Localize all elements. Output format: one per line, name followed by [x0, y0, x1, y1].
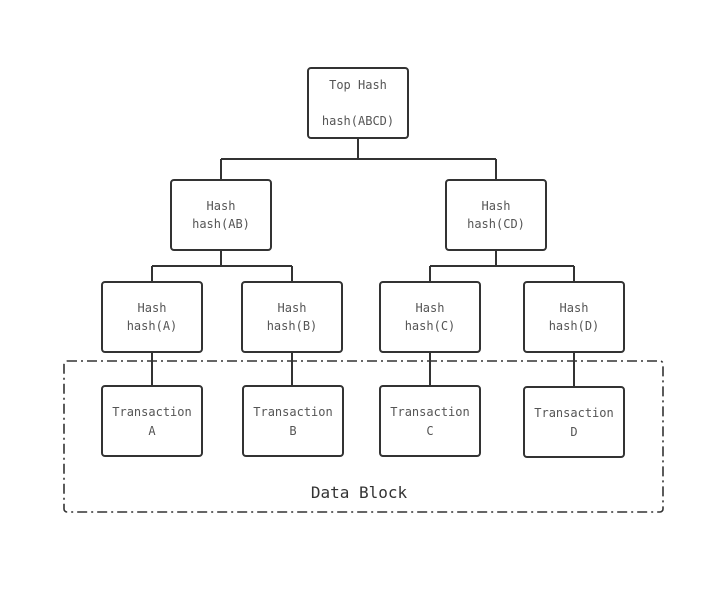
node-hash-cd-value: hash(CD) — [467, 217, 525, 231]
node-hash-a-value: hash(A) — [127, 319, 178, 333]
node-hash-ab-value: hash(AB) — [192, 217, 250, 231]
node-hash-d-value: hash(D) — [549, 319, 600, 333]
node-hash-d-title: Hash — [560, 301, 589, 315]
node-hash-c-title: Hash — [416, 301, 445, 315]
node-hash-d: Hash hash(D) — [523, 281, 625, 353]
node-hash-c: Hash hash(C) — [379, 281, 481, 353]
node-hash-cd-title: Hash — [482, 199, 511, 213]
node-transaction-d-value: D — [570, 425, 577, 439]
node-transaction-b: Transaction B — [242, 385, 344, 457]
connectors — [151, 138, 575, 387]
node-hash-cd: Hash hash(CD) — [445, 179, 547, 251]
node-top-hash: Top Hash hash(ABCD) — [307, 67, 409, 139]
node-hash-c-value: hash(C) — [405, 319, 456, 333]
node-top-hash-title: Top Hash — [329, 78, 387, 92]
node-transaction-c-value: C — [426, 424, 433, 438]
node-transaction-a: Transaction A — [101, 385, 203, 457]
node-transaction-d-title: Transaction — [534, 406, 613, 420]
node-top-hash-value: hash(ABCD) — [322, 114, 394, 128]
data-block-frame — [63, 360, 664, 513]
node-transaction-b-value: B — [289, 424, 296, 438]
node-hash-b-title: Hash — [278, 301, 307, 315]
node-transaction-d: Transaction D — [523, 386, 625, 458]
node-hash-a-title: Hash — [138, 301, 167, 315]
node-transaction-a-value: A — [148, 424, 156, 438]
node-hash-b: Hash hash(B) — [241, 281, 343, 353]
node-hash-ab: Hash hash(AB) — [170, 179, 272, 251]
node-transaction-c-title: Transaction — [390, 405, 469, 419]
node-transaction-c: Transaction C — [379, 385, 481, 457]
data-block-label: Data Block — [311, 483, 408, 502]
node-hash-ab-title: Hash — [207, 199, 236, 213]
node-hash-a: Hash hash(A) — [101, 281, 203, 353]
node-transaction-a-title: Transaction — [112, 405, 191, 419]
node-transaction-b-title: Transaction — [253, 405, 332, 419]
node-hash-b-value: hash(B) — [267, 319, 318, 333]
